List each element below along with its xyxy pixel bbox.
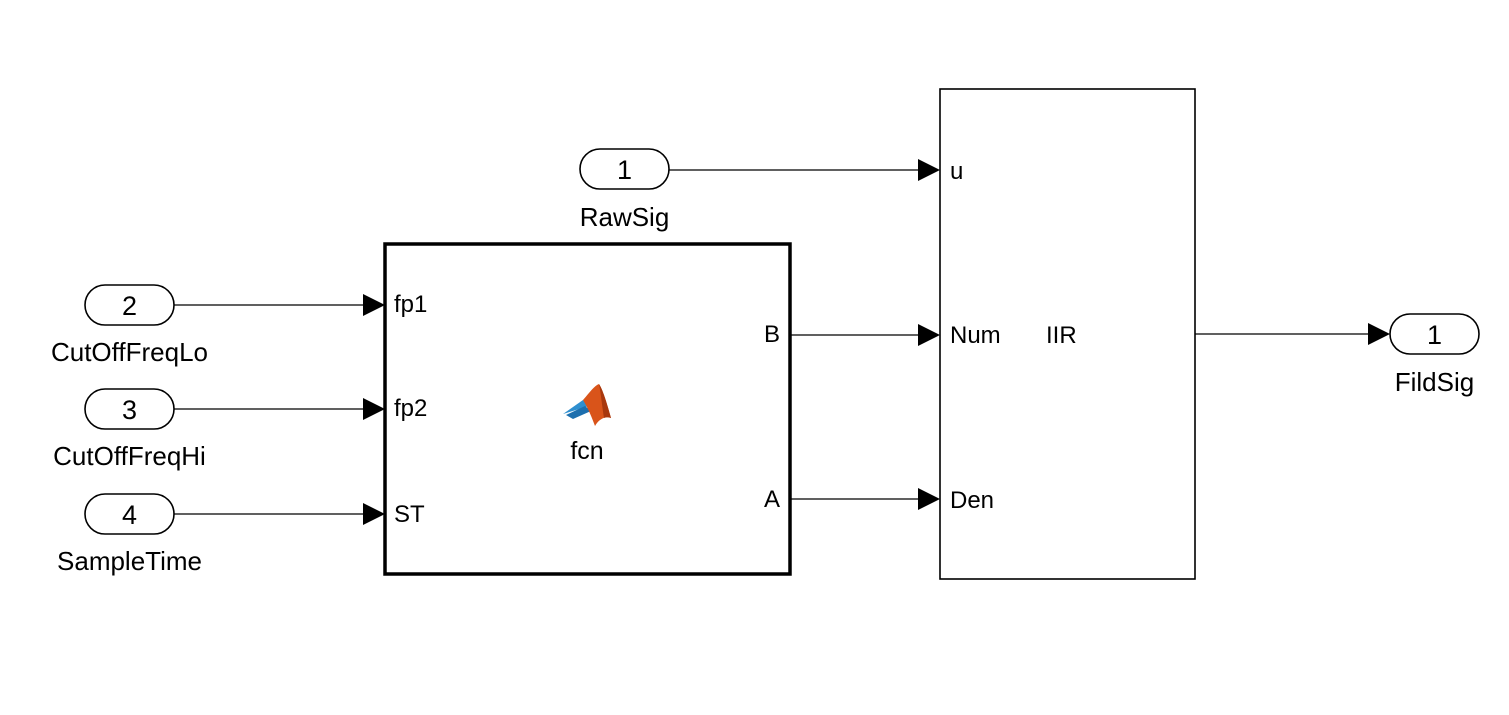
signal-line-st-to-st[interactable] (174, 503, 385, 525)
inport-sampletime-number: 4 (122, 500, 137, 530)
fcn-block-name: fcn (570, 437, 603, 465)
fcn-output-b-label: B (764, 321, 780, 348)
arrow-head (1368, 323, 1390, 345)
outport-fildsig-number: 1 (1427, 320, 1442, 350)
inport-rawsig[interactable]: 1 RawSig (579, 148, 670, 232)
inport-rawsig-oval[interactable] (579, 148, 670, 190)
fcn-input-fp2-label: fp2 (394, 395, 427, 422)
iir-input-den-label: Den (950, 487, 994, 514)
arrow-head (918, 324, 940, 346)
iir-input-num-label: Num (950, 322, 1001, 349)
arrow-head (918, 488, 940, 510)
arrow-head (363, 503, 385, 525)
inport-cutofffreqhi[interactable]: 3 CutOffFreqHi (53, 388, 206, 471)
signal-line-rawsig-to-u[interactable] (669, 159, 940, 181)
inport-sampletime[interactable]: 4 SampleTime (57, 493, 202, 576)
iir-block-name: IIR (1046, 322, 1077, 349)
signal-line-hi-to-fp2[interactable] (174, 398, 385, 420)
iir-block[interactable]: u Num Den IIR (939, 88, 1196, 580)
outport-fildsig[interactable]: 1 FildSig (1389, 313, 1480, 397)
signal-line-a-to-den[interactable] (790, 488, 940, 510)
inport-cutofffreqhi-number: 3 (122, 395, 137, 425)
signal-line-b-to-num[interactable] (790, 324, 940, 346)
inport-rawsig-number: 1 (617, 155, 632, 185)
outport-fildsig-label: FildSig (1395, 367, 1474, 397)
inport-cutofffreqlo[interactable]: 2 CutOffFreqLo (51, 284, 208, 367)
iir-input-u-label: u (950, 158, 963, 185)
inport-sampletime-label: SampleTime (57, 546, 202, 576)
inport-cutofffreqlo-label: CutOffFreqLo (51, 337, 208, 367)
arrow-head (363, 294, 385, 316)
signal-line-iir-to-fildsig[interactable] (1195, 323, 1390, 345)
fcn-input-st-label: ST (394, 501, 425, 528)
inport-cutofffreqhi-label: CutOffFreqHi (53, 441, 206, 471)
arrow-head (363, 398, 385, 420)
inport-rawsig-label: RawSig (580, 202, 670, 232)
fcn-block[interactable]: fp1 fp2 ST B A fcn (383, 242, 792, 576)
iir-block-frame[interactable] (939, 88, 1196, 580)
fcn-input-fp1-label: fp1 (394, 291, 427, 318)
inport-cutofffreqlo-number: 2 (122, 291, 137, 321)
signal-line-lo-to-fp1[interactable] (174, 294, 385, 316)
matlab-logo-icon (563, 384, 611, 426)
fcn-output-a-label: A (764, 486, 780, 513)
arrow-head (918, 159, 940, 181)
